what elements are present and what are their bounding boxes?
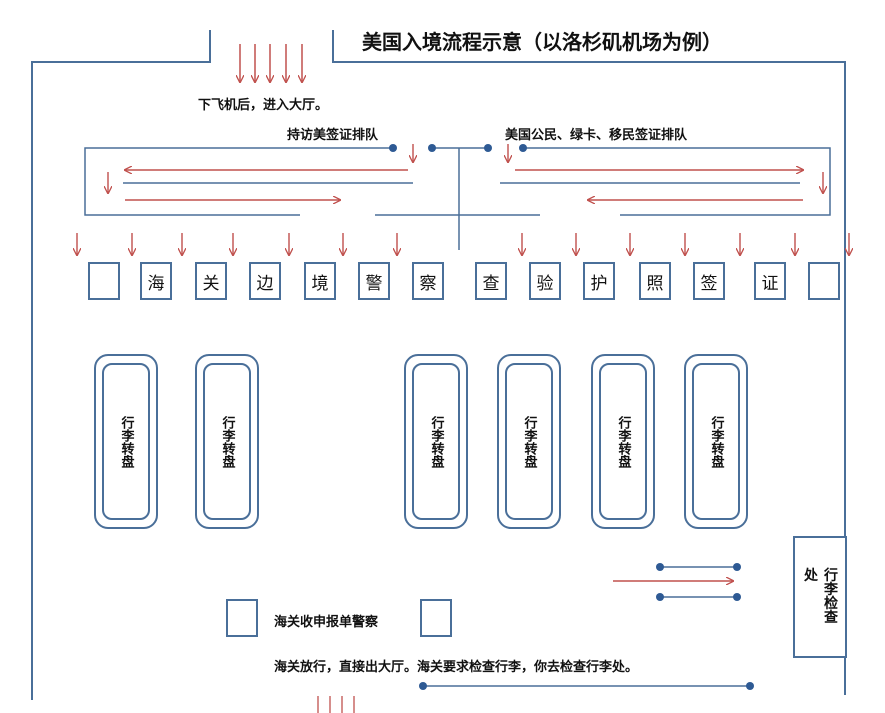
booth-13 [808,262,840,300]
terminal-wall-right [332,30,846,695]
carousel-label: 行李转盘 [219,415,235,468]
exit-dots [419,563,754,690]
resident-queue-label: 美国公民、绿卡、移民签证排队 [505,128,688,143]
booth-6: 察 [412,262,444,300]
booth-9: 护 [583,262,615,300]
booth-2: 关 [195,262,227,300]
carousel-label: 行李转盘 [118,415,134,468]
carousel-label: 行李转盘 [615,415,631,468]
booth-4: 境 [304,262,336,300]
baggage-check-label: 行李检查处 [802,567,838,624]
baggage-carousel-2: 行李转盘 [195,354,259,529]
booth-11: 签 [693,262,725,300]
carousel-label: 行李转盘 [708,415,724,468]
carousel-label: 行李转盘 [521,415,537,468]
customs-booth-left [226,599,258,637]
booth-1: 海 [140,262,172,300]
baggage-carousel-1: 行李转盘 [94,354,158,529]
exit-note: 海关放行，直接出大厅。海关要求检查行李，你去检查行李处。 [274,660,639,675]
bottom-arrows [317,696,355,713]
baggage-check-station: 行李检查处 [793,536,847,658]
booth-10: 照 [639,262,671,300]
booth-8: 验 [529,262,561,300]
booth-12: 证 [754,262,786,300]
queue-arrows [108,144,823,200]
booth-0 [88,262,120,300]
carousel-label: 行李转盘 [428,415,444,468]
baggage-carousel-5: 行李转盘 [591,354,655,529]
queue-enclosure [84,147,831,250]
booth-arrows [77,233,849,255]
visitor-queue-label: 持访美签证排队 [287,128,379,143]
exit-lines [423,566,750,687]
booth-3: 边 [249,262,281,300]
baggage-carousel-4: 行李转盘 [497,354,561,529]
baggage-carousel-3: 行李转盘 [404,354,468,529]
booth-7: 查 [475,262,507,300]
customs-booth-right [420,599,452,637]
diagram-title: 美国入境流程示意（以洛杉矶机场为例） [362,30,722,54]
customs-declaration-label: 海关收申报单警察 [274,615,379,630]
deplane-arrows [240,44,302,82]
queue-post-dots [389,144,527,152]
baggage-carousel-6: 行李转盘 [684,354,748,529]
deplane-label: 下飞机后，进入大厅。 [198,98,329,113]
booth-5: 警 [358,262,390,300]
terminal-wall [31,30,211,700]
